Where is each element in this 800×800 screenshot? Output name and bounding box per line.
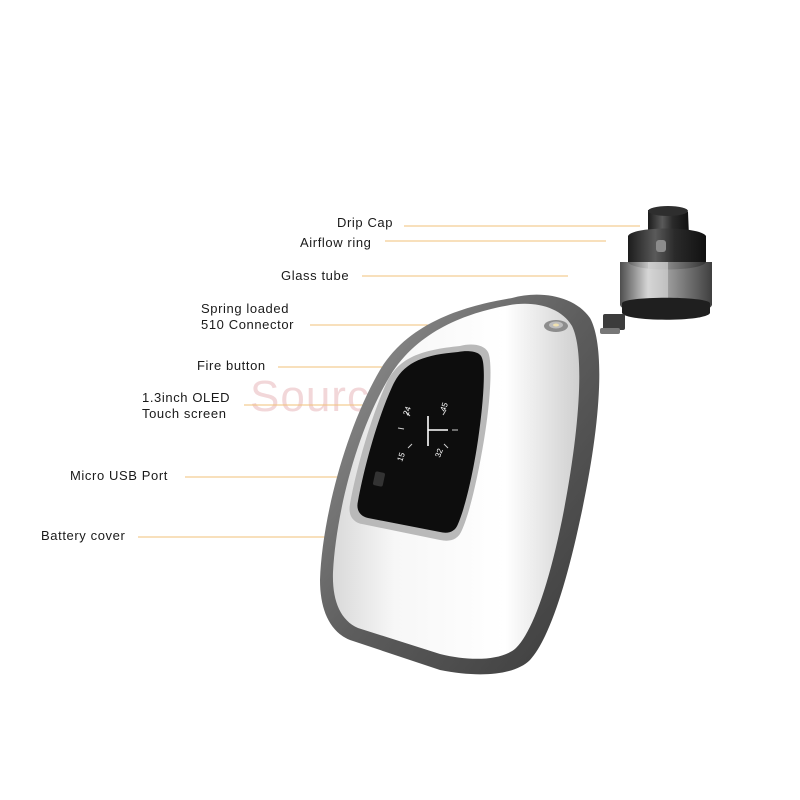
readout-top-right: 45 — [438, 401, 450, 413]
label-spring-loaded: Spring loaded — [201, 301, 290, 316]
readout-top-left: 24 — [401, 405, 413, 417]
label-battery-cover: Battery cover — [41, 528, 126, 543]
screen-glass — [357, 351, 484, 533]
label-touch-screen: Touch screen — [142, 406, 227, 421]
readout-bottom-left: 15 — [395, 451, 407, 463]
micro-usb-port — [373, 471, 385, 487]
label-glass-tube: Glass tube — [281, 268, 350, 283]
tank-illustration — [600, 206, 712, 334]
label-510-connector: 510 Connector — [201, 317, 295, 332]
label-oled: 1.3inch OLED — [142, 390, 231, 405]
label-micro-usb: Micro USB Port — [70, 468, 168, 483]
oled-display — [397, 409, 458, 449]
label-airflow-ring: Airflow ring — [300, 235, 372, 250]
readout-bottom-right: 32 — [433, 447, 445, 459]
label-drip-cap: Drip Cap — [337, 215, 394, 230]
label-fire-button: Fire button — [197, 358, 266, 373]
